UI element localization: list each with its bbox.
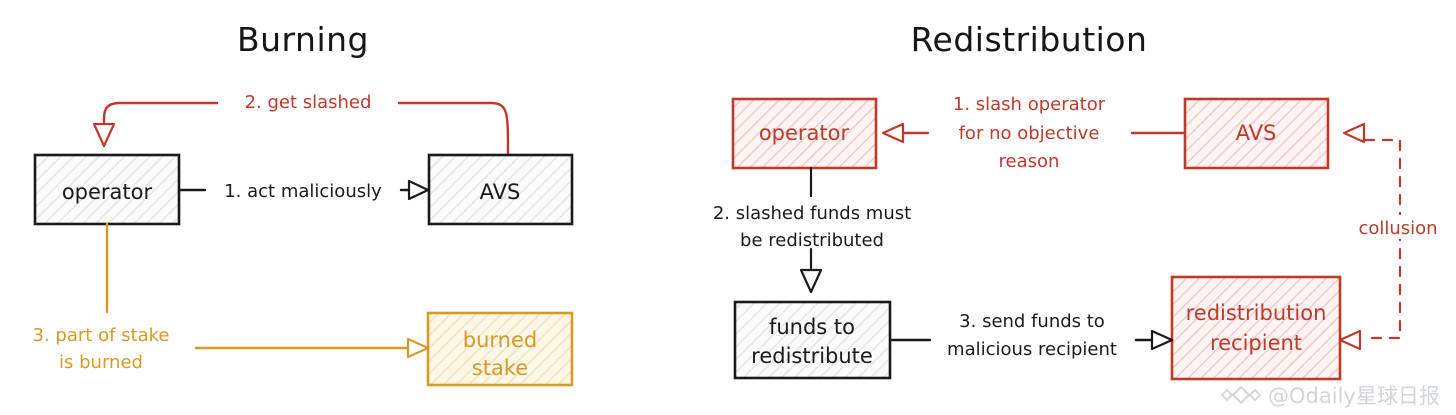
watermark-handle: @Odaily星球日报 — [1268, 384, 1440, 408]
edge-label-send-funds-l2: malicious recipient — [947, 339, 1117, 360]
edge-label-slash-operator-l2: for no objective — [959, 123, 1100, 144]
node-operator-redistribution[interactable]: operator — [731, 97, 878, 170]
edge-label-slash-operator-l3: reason — [999, 151, 1060, 172]
edge-label-collusion: collusion — [1358, 218, 1437, 239]
edge-part-of-stake-burned: 3. part of stake is burned — [33, 222, 430, 373]
edge-label-act-maliciously: 1. act maliciously — [224, 181, 382, 202]
edge-label-send-funds-l1: 3. send funds to — [959, 311, 1105, 332]
edge-get-slashed: 2. get slashed — [92, 90, 510, 157]
node-label-recipient-l2: recipient — [1210, 331, 1302, 355]
edge-act-maliciously: 1. act maliciously — [177, 179, 430, 202]
edge-send-funds: 3. send funds to malicious recipient — [888, 311, 1174, 360]
diamond-logo-icon — [1220, 385, 1262, 405]
node-avs-burning[interactable]: AVS — [427, 153, 574, 226]
edge-slashed-funds-redistributed: 2. slashed funds must be redistributed — [713, 166, 911, 294]
node-label-funds-l2: redistribute — [751, 344, 873, 368]
node-label-operator-red: operator — [759, 121, 850, 145]
node-label-operator: operator — [62, 180, 153, 204]
panel-redistribution: Redistribution operator AVS 1. slash ope… — [713, 20, 1448, 381]
panel-title-burning: Burning — [237, 20, 369, 59]
edge-label-get-slashed: 2. get slashed — [245, 92, 372, 113]
edge-label-slashed-funds-l1: 2. slashed funds must — [713, 203, 911, 224]
node-operator-burning[interactable]: operator — [33, 153, 181, 226]
edge-collusion: collusion — [1338, 122, 1448, 351]
node-label-recipient-l1: redistribution — [1186, 301, 1327, 325]
node-label-stake: stake — [472, 356, 528, 380]
edge-label-slash-operator-l1: 1. slash operator — [953, 94, 1106, 115]
node-redistribution-recipient[interactable]: redistribution recipient — [1170, 275, 1342, 381]
edge-label-part-of-stake: 3. part of stake — [33, 325, 170, 346]
watermark: @Odaily星球日报 — [1220, 384, 1440, 408]
node-label-avs: AVS — [480, 180, 521, 204]
edge-label-is-burned: is burned — [59, 352, 143, 373]
edge-slash-operator: 1. slash operator for no objective reaso… — [881, 94, 1187, 172]
node-funds-to-redistribute[interactable]: funds to redistribute — [733, 300, 892, 380]
node-burned-stake[interactable]: burned stake — [426, 311, 574, 387]
node-label-funds-l1: funds to — [769, 315, 855, 339]
edge-label-slashed-funds-l2: be redistributed — [740, 230, 884, 251]
node-avs-redistribution[interactable]: AVS — [1183, 97, 1330, 170]
node-label-avs-red: AVS — [1236, 121, 1277, 145]
node-label-burned: burned — [463, 328, 537, 352]
panel-title-redistribution: Redistribution — [911, 20, 1148, 59]
panel-burning: Burning 2. get slashed operator AVS 1. a… — [33, 20, 574, 387]
